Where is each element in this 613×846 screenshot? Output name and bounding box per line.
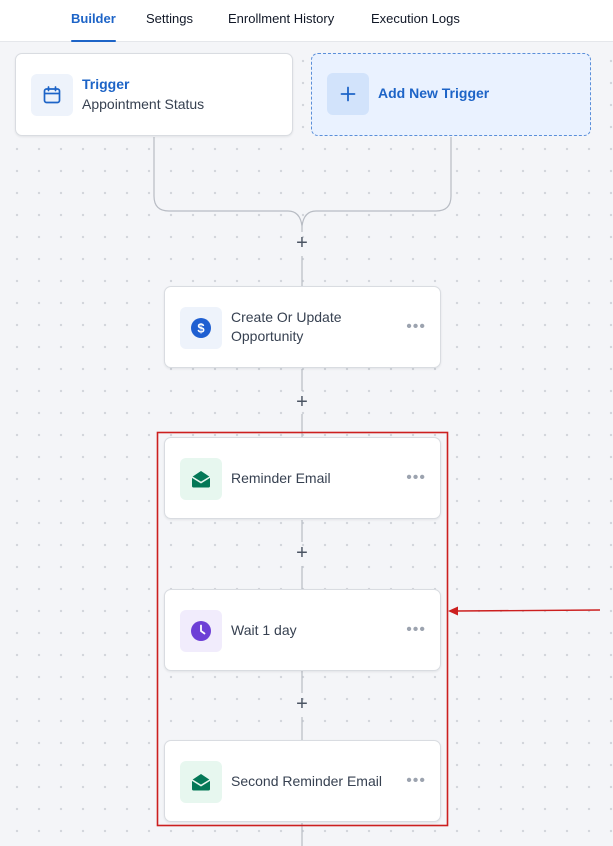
envelope-icon: [180, 761, 222, 803]
action-label: Create Or Update Opportunity: [231, 309, 342, 344]
more-options-icon[interactable]: •••: [406, 318, 426, 335]
dollar-icon: $: [180, 307, 222, 349]
action-card-wait[interactable]: Wait 1 day •••: [164, 589, 441, 671]
svg-text:$: $: [197, 321, 205, 336]
add-step-button[interactable]: +: [296, 542, 308, 564]
trigger-subtitle: Appointment Status: [82, 96, 205, 112]
trigger-card[interactable]: Trigger Appointment Status: [15, 53, 293, 136]
annotation-arrow-line: [455, 609, 601, 612]
action-label: Reminder Email: [231, 470, 331, 486]
envelope-icon: [180, 458, 222, 500]
more-options-icon[interactable]: •••: [406, 772, 426, 789]
highlight-box: [156, 431, 449, 827]
tab-settings[interactable]: Settings: [146, 11, 193, 26]
trigger-merge-connector: [153, 137, 452, 227]
tab-execution-logs[interactable]: Execution Logs: [371, 11, 460, 26]
action-card-create-opportunity[interactable]: $ Create Or Update Opportunity •••: [164, 286, 441, 368]
add-step-button[interactable]: +: [296, 391, 308, 413]
top-nav-bar: Builder Settings Enrollment History Exec…: [0, 0, 613, 42]
action-card-reminder-email[interactable]: Reminder Email •••: [164, 437, 441, 519]
tab-builder[interactable]: Builder: [71, 0, 116, 42]
trigger-title: Trigger: [82, 76, 130, 92]
more-options-icon[interactable]: •••: [406, 621, 426, 638]
tab-enrollment-history[interactable]: Enrollment History: [228, 11, 335, 26]
add-step-button[interactable]: +: [296, 232, 308, 254]
plus-icon: [327, 73, 369, 115]
add-new-trigger-button[interactable]: Add New Trigger: [311, 53, 591, 136]
action-card-second-reminder-email[interactable]: Second Reminder Email •••: [164, 740, 441, 822]
more-options-icon[interactable]: •••: [406, 469, 426, 486]
clock-icon: [180, 610, 222, 652]
calendar-icon: [31, 74, 73, 116]
annotation-arrow-head: [448, 606, 458, 616]
add-new-trigger-label: Add New Trigger: [378, 85, 490, 101]
action-label: Wait 1 day: [231, 622, 297, 638]
action-label: Second Reminder Email: [231, 773, 382, 789]
add-step-button[interactable]: +: [296, 693, 308, 715]
